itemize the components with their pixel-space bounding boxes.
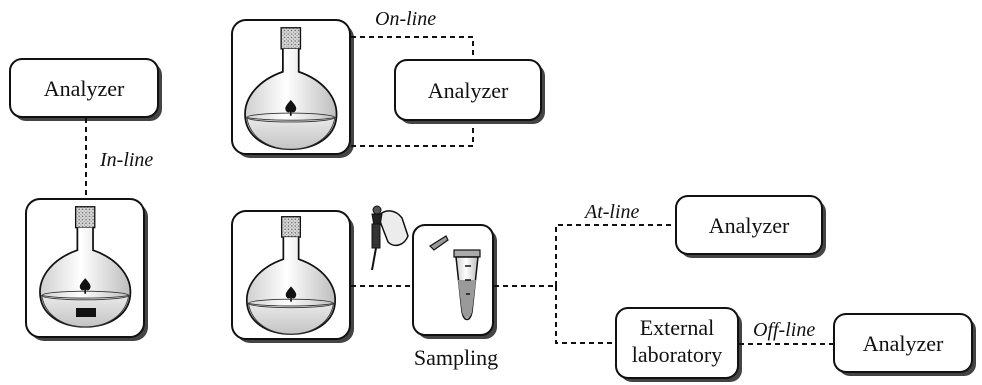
analyzer-box-offline: Analyzer <box>833 313 976 376</box>
external-lab-label-line2: laboratory <box>632 342 722 367</box>
pipette-hand-icon <box>371 205 409 271</box>
sampling-label: Sampling <box>414 345 498 370</box>
mode-label-in-line: In-line <box>99 149 153 171</box>
at-line-connector <box>555 224 676 286</box>
analyzer-label-online: Analyzer <box>428 78 509 103</box>
reactor-box-online <box>231 19 354 158</box>
to-lab-connector <box>555 286 614 344</box>
analyzer-label-atline: Analyzer <box>709 213 790 238</box>
mode-label-at-line: At-line <box>583 201 640 223</box>
external-laboratory-box: External laboratory <box>615 307 742 382</box>
analyzer-label-inline: Analyzer <box>44 76 125 101</box>
online-connector-bottom <box>351 125 474 147</box>
reactor-box-inline <box>25 198 148 341</box>
sample-tube-icon <box>429 235 481 321</box>
analyzer-label-offline: Analyzer <box>863 331 944 356</box>
mode-label-on-line: On-line <box>375 8 436 30</box>
stir-bar-icon <box>76 308 96 317</box>
analyzer-box-inline: Analyzer <box>9 58 162 121</box>
analyzer-box-online: Analyzer <box>394 59 545 124</box>
online-connector-top <box>351 36 474 58</box>
sampling-box <box>412 224 497 339</box>
analyzer-box-atline: Analyzer <box>675 195 826 258</box>
mode-label-off-line: Off-line <box>753 319 815 341</box>
external-lab-label-line1: External <box>640 315 715 340</box>
reactor-box-sampling <box>231 210 354 343</box>
